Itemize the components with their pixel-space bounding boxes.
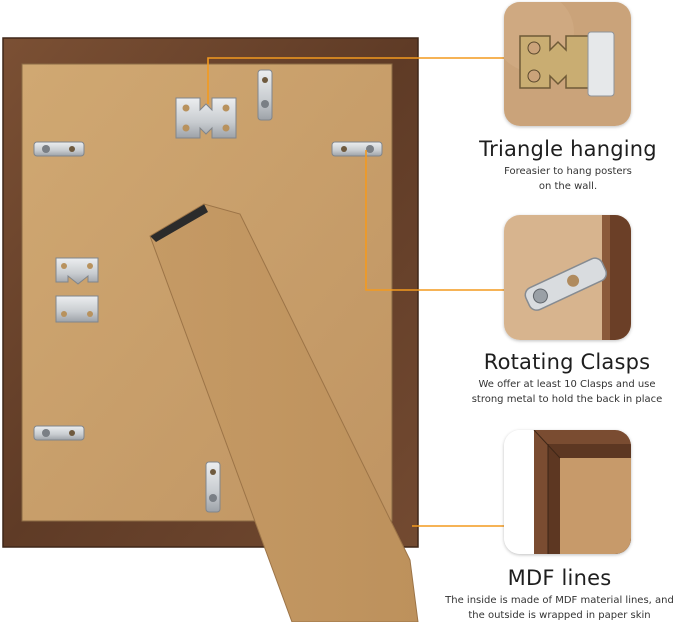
feature-description: Foreasier to hang posters on the wall. bbox=[504, 166, 632, 192]
clasp-right-top-icon bbox=[331, 141, 383, 157]
callout-line-clasps bbox=[365, 150, 504, 291]
feature-rotating-clasps: Rotating Clasps We offer at least 10 Cla… bbox=[456, 350, 678, 407]
feature-mdf-lines: MDF lines The inside is made of MDF mate… bbox=[440, 566, 679, 623]
callout-line-triangle bbox=[207, 57, 504, 104]
sawtooth-hanger-icon bbox=[175, 97, 237, 139]
triangle-hanging-photo bbox=[504, 2, 631, 126]
mdf-lines-photo bbox=[504, 430, 631, 554]
clasp-left-bottom-icon bbox=[33, 425, 85, 441]
feature-description: The inside is made of MDF material lines… bbox=[445, 595, 674, 621]
easel-stand bbox=[149, 203, 419, 622]
clasp-bottom-icon bbox=[205, 461, 221, 513]
rotating-clasps-photo bbox=[504, 215, 631, 340]
feature-title: Rotating Clasps bbox=[483, 350, 651, 374]
clasp-top-icon bbox=[257, 69, 273, 121]
feature-description: We offer at least 10 Clasps and use stro… bbox=[471, 379, 663, 405]
callout-lines bbox=[207, 57, 504, 527]
clasp-left-top-icon bbox=[33, 141, 85, 157]
feature-title: MDF lines bbox=[507, 566, 612, 590]
hanger-left-icon bbox=[55, 257, 99, 323]
feature-triangle-hanging: Triangle hanging Foreasier to hang poste… bbox=[470, 137, 666, 194]
feature-title: Triangle hanging bbox=[479, 137, 657, 161]
